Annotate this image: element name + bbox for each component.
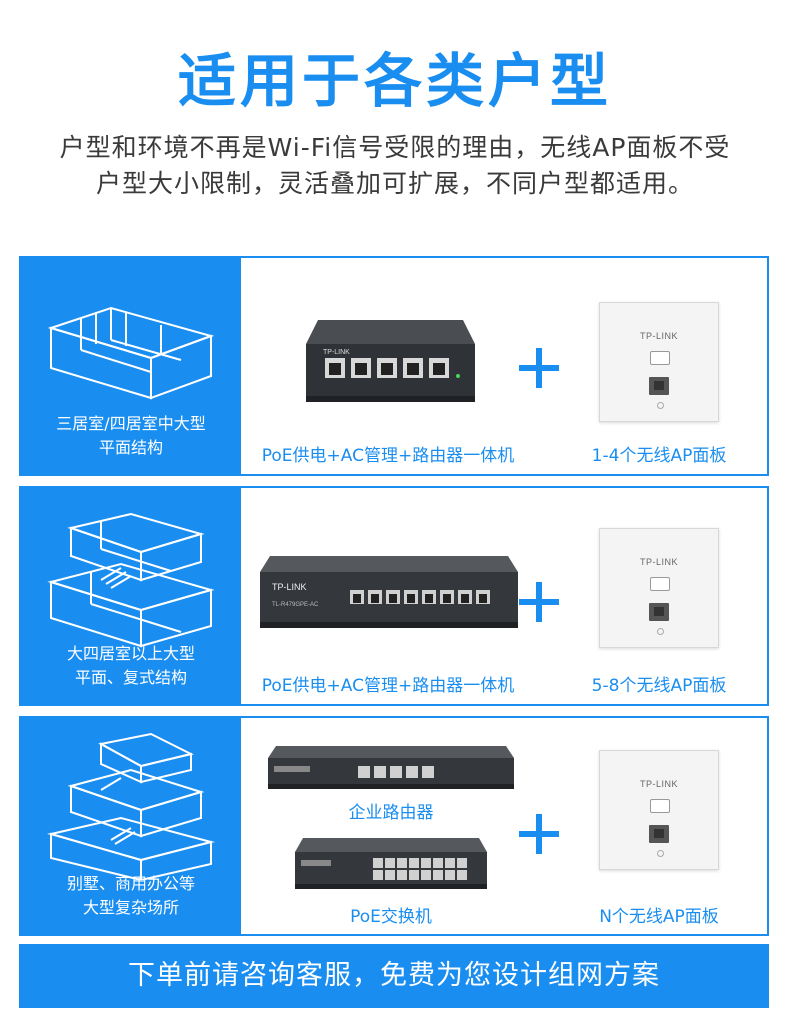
- switch-caption: PoE交换机: [350, 907, 432, 927]
- label-line-2: 大型复杂场所: [82, 898, 179, 917]
- label-line-2: 平面结构: [98, 438, 163, 457]
- plus-icon: [519, 582, 559, 622]
- router-brand: TP-LINK: [323, 349, 350, 356]
- switch-icon: [295, 838, 487, 889]
- scenario-row-2-label: 大四居室以上大型 平面、复式结构: [21, 642, 241, 690]
- router-caption: 企业路由器: [348, 803, 434, 823]
- ap-caption: 5-8个无线AP面板: [591, 676, 727, 696]
- device-caption: PoE供电+AC管理+路由器一体机: [261, 676, 515, 696]
- ap-brand: TP-LINK: [639, 331, 678, 341]
- scenario-row-3: 别墅、商用办公等 大型复杂场所 企业路由器 PoE交换机: [19, 716, 769, 936]
- scenario-row-1: 三居室/四居室中大型 平面结构 TP-LINK TP-LINK: [19, 256, 769, 476]
- consult-banner[interactable]: 下单前请咨询客服，免费为您设计组网方案: [19, 944, 769, 1008]
- ap-caption: 1-4个无线AP面板: [591, 446, 727, 466]
- router-model: TL-R479GPE-AC: [272, 602, 319, 608]
- label-line-1: 大四居室以上大型: [66, 644, 195, 663]
- house-icon: [47, 306, 215, 400]
- page-title: 适用于各类户型: [177, 47, 612, 115]
- ap-panel-icon: TP-LINK: [599, 750, 719, 870]
- ap-panel-icon: TP-LINK: [599, 302, 719, 422]
- scenario-row-2-left: 大四居室以上大型 平面、复式结构: [21, 488, 241, 704]
- router-icon: [268, 746, 514, 789]
- router-brand: TP-LINK: [272, 582, 307, 592]
- page-subtitle: 户型和环境不再是Wi-Fi信号受限的理由，无线AP面板不受 户型大小限制，灵活叠…: [0, 130, 790, 202]
- plus-icon: [519, 814, 559, 854]
- router-icon: TP-LINK TL-R479GPE-AC: [260, 556, 518, 628]
- ap-brand: TP-LINK: [639, 779, 678, 789]
- ap-panel-icon: TP-LINK: [599, 528, 719, 648]
- scenario-row-1-left: 三居室/四居室中大型 平面结构: [21, 258, 241, 474]
- router-icon: TP-LINK: [306, 320, 475, 402]
- house-icon: [47, 732, 215, 880]
- device-caption: PoE供电+AC管理+路由器一体机: [261, 446, 515, 466]
- scenario-row-1-label: 三居室/四居室中大型 平面结构: [21, 412, 241, 460]
- scenario-row-3-left: 别墅、商用办公等 大型复杂场所: [21, 718, 241, 934]
- subtitle-line-2: 户型大小限制，灵活叠加可扩展，不同户型都适用。: [95, 169, 694, 198]
- label-line-1: 别墅、商用办公等: [66, 874, 195, 893]
- ap-brand: TP-LINK: [639, 557, 678, 567]
- scenario-row-2: 大四居室以上大型 平面、复式结构 TP-LINK TL-R479GPE-AC T…: [19, 486, 769, 706]
- house-icon: [47, 512, 215, 648]
- label-line-1: 三居室/四居室中大型: [56, 414, 206, 433]
- label-line-2: 平面、复式结构: [74, 668, 187, 687]
- ap-caption: N个无线AP面板: [599, 907, 719, 927]
- scenario-row-3-label: 别墅、商用办公等 大型复杂场所: [21, 872, 241, 920]
- subtitle-line-1: 户型和环境不再是Wi-Fi信号受限的理由，无线AP面板不受: [59, 133, 731, 162]
- plus-icon: [519, 348, 559, 388]
